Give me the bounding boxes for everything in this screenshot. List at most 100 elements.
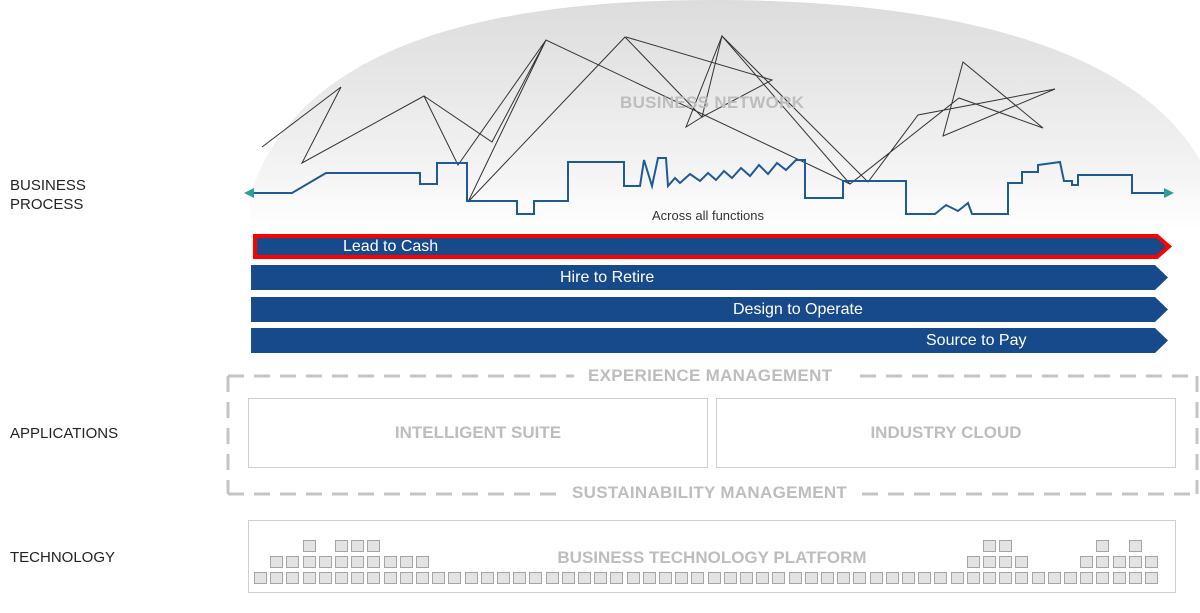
platform-block [254, 572, 267, 584]
lead-to-cash-arrow-shape [253, 234, 1173, 259]
platform-block [999, 572, 1013, 584]
platform-block [740, 572, 753, 584]
applications-dashed-frame [226, 374, 1199, 496]
process-arrow-design-to-operate: Design to Operate [251, 297, 1169, 322]
skyline-right-arrowhead [1164, 188, 1174, 198]
platform-block [513, 572, 527, 584]
platform-block [1080, 572, 1094, 584]
platform-block [448, 572, 462, 584]
platform-block [480, 572, 494, 584]
applications-label: APPLICATIONS [10, 425, 119, 442]
platform-block [416, 556, 429, 568]
platform-block [869, 572, 883, 584]
platform-block [545, 572, 559, 584]
process-arrow-source-to-pay: Source to Pay [251, 328, 1169, 353]
sustainability-management-label: SUSTAINABILITY MANAGEMENT [572, 483, 848, 502]
platform-block [1112, 556, 1126, 568]
platform-block [351, 556, 365, 568]
platform-block [999, 540, 1013, 552]
business-process-label-line2: PROCESS [10, 196, 84, 213]
platform-block [675, 572, 689, 584]
platform-block [318, 556, 332, 568]
platform-block [966, 572, 980, 584]
network-dome [250, 0, 1200, 230]
experience-management-label: EXPERIENCE MANAGEMENT [588, 366, 833, 385]
platform-block [578, 572, 591, 584]
technology-platform-title: BUSINESS TECHNOLOGY PLATFORM [557, 548, 867, 567]
platform-block [497, 572, 510, 584]
platform-block [983, 572, 996, 584]
design-to-operate-arrow-shape [251, 297, 1168, 322]
network-mesh-lines-2 [625, 35, 851, 185]
skyline-line [248, 157, 1170, 215]
platform-block [853, 572, 867, 584]
process-arrow-hire-to-retire: Hire to Retire [251, 265, 1169, 290]
platform-block [610, 572, 624, 584]
platform-block [821, 572, 834, 584]
platform-block [659, 572, 672, 584]
platform-block [1112, 572, 1126, 584]
platform-block [626, 572, 640, 584]
platform-block [837, 572, 851, 584]
source-to-pay-arrow-shape [251, 328, 1168, 353]
platform-block [367, 540, 381, 552]
platform-block [1080, 556, 1094, 568]
platform-block [1145, 556, 1158, 568]
platform-block [918, 572, 932, 584]
platform-block [399, 556, 413, 568]
hire-to-retire-arrow-shape [251, 265, 1168, 290]
process-label-hire-to-retire: Hire to Retire [560, 269, 655, 286]
platform-block [432, 572, 446, 584]
platform-block [1096, 572, 1110, 584]
technology-label: TECHNOLOGY [10, 549, 116, 566]
intelligent-suite-box: INTELLIGENT SUITE [248, 398, 708, 468]
platform-block [1015, 572, 1029, 584]
industry-cloud-box: INDUSTRY CLOUD [716, 398, 1176, 468]
platform-block [335, 556, 348, 568]
platform-block [335, 572, 348, 584]
platform-block [999, 556, 1013, 568]
platform-block [788, 572, 802, 584]
platform-block [464, 572, 478, 584]
across-functions-caption: Across all functions [652, 208, 764, 223]
platform-block [1128, 572, 1142, 584]
platform-block [351, 572, 365, 584]
platform-block [286, 556, 300, 568]
platform-block [302, 540, 316, 552]
platform-block [934, 572, 948, 584]
platform-block [983, 556, 996, 568]
platform-block [756, 572, 770, 584]
platform-block [1031, 572, 1045, 584]
platform-block [772, 572, 786, 584]
platform-block [383, 556, 397, 568]
platform-block [966, 556, 980, 568]
skyline-left-arrowhead [244, 188, 254, 198]
platform-block [1064, 572, 1077, 584]
platform-block [302, 556, 316, 568]
platform-block [594, 572, 608, 584]
platform-block [286, 572, 300, 584]
platform-block [351, 540, 365, 552]
platform-block [367, 556, 381, 568]
technology-platform-box: BUSINESS TECHNOLOGY PLATFORM [248, 520, 1176, 593]
business-network-title: BUSINESS NETWORK [620, 93, 805, 112]
platform-block [270, 572, 284, 584]
platform-block [642, 572, 656, 584]
platform-block [707, 572, 721, 584]
platform-block [529, 572, 543, 584]
platform-block [804, 572, 818, 584]
process-label-lead-to-cash: Lead to Cash [343, 238, 439, 255]
business-process-label-line1: BUSINESS [10, 177, 86, 194]
platform-block [983, 540, 996, 552]
platform-block [1145, 572, 1158, 584]
platform-block [1096, 540, 1110, 552]
platform-block [318, 572, 332, 584]
platform-block [367, 572, 381, 584]
process-arrow-lead-to-cash: Lead to Cash [251, 234, 1173, 259]
process-label-source-to-pay: Source to Pay [926, 332, 1027, 349]
platform-block [950, 572, 964, 584]
industry-cloud-label: INDUSTRY CLOUD [870, 423, 1022, 442]
platform-block [723, 572, 737, 584]
platform-block [1015, 556, 1029, 568]
platform-block [416, 572, 429, 584]
